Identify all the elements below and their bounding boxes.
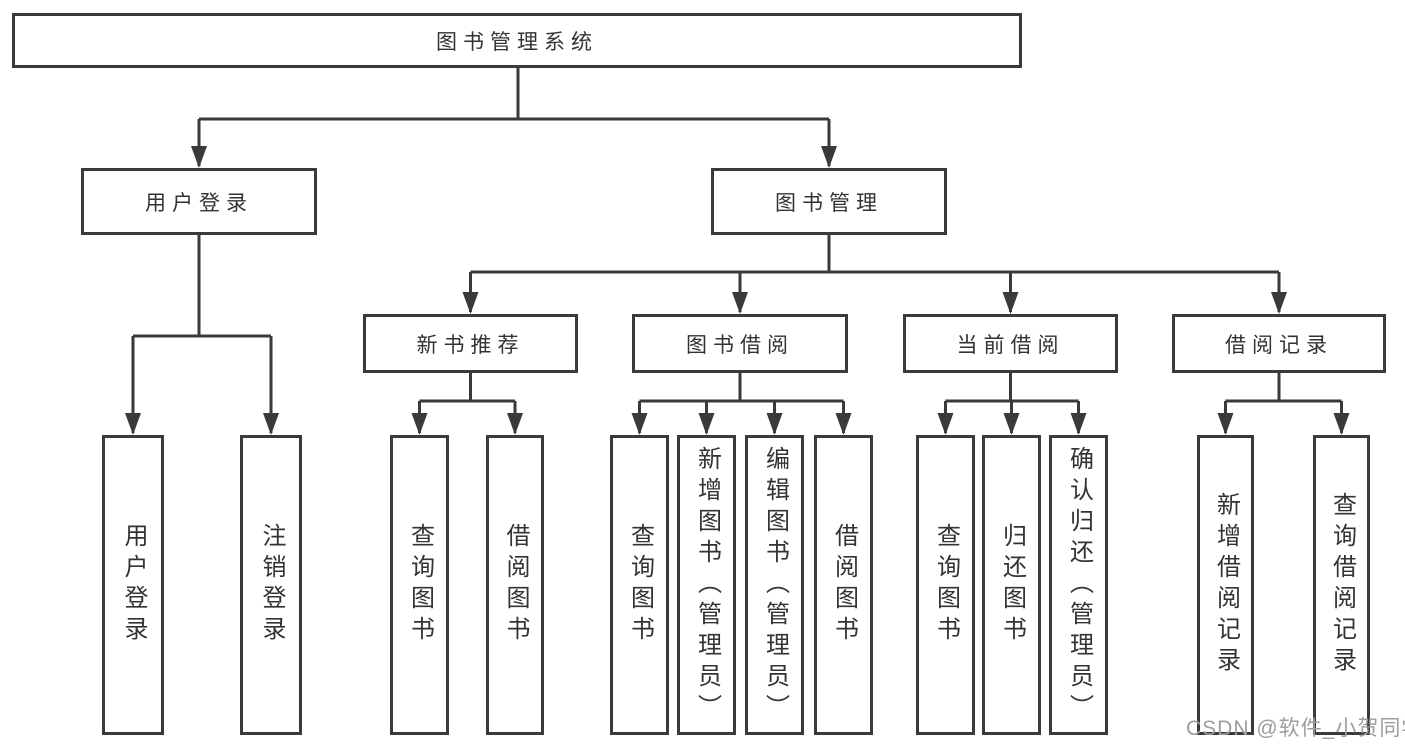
node-label: 新增图书（管理员）	[693, 445, 721, 725]
node-label: 当前借阅	[956, 333, 1065, 357]
node-label: 用户登录	[120, 523, 147, 647]
node-label: 注销登录	[258, 523, 285, 647]
leaf-bb-query-books: 查询图书	[610, 435, 669, 735]
node-label: 编辑图书（管理员）	[761, 445, 789, 725]
node-label: 新书推荐	[416, 333, 525, 357]
node-library-system: 图书管理系统	[12, 13, 1022, 68]
leaf-user-login: 用户登录	[102, 435, 164, 735]
node-label: 图书管理系统	[436, 30, 598, 54]
leaf-br-add-record: 新增借阅记录	[1197, 435, 1254, 735]
node-book-borrow: 图书借阅	[632, 314, 848, 373]
leaf-cb-return-books: 归还图书	[982, 435, 1041, 735]
csdn-watermark: CSDN @软件_小贺同学	[1186, 717, 1405, 740]
node-label: 查询图书	[406, 523, 434, 647]
node-label: 图书借阅	[686, 333, 794, 357]
node-current-borrow: 当前借阅	[903, 314, 1118, 373]
leaf-bb-borrow-books: 借阅图书	[814, 435, 873, 735]
node-user-login: 用户登录	[81, 168, 317, 235]
leaf-br-query-record: 查询借阅记录	[1313, 435, 1370, 735]
node-label: 查询图书	[626, 523, 654, 647]
leaf-cb-query-books: 查询图书	[916, 435, 975, 735]
node-label: 查询借阅记录	[1328, 492, 1356, 678]
leaf-nbr-query-books: 查询图书	[390, 435, 449, 735]
node-label: 图书管理	[775, 191, 883, 215]
node-label: 借阅图书	[502, 523, 529, 647]
node-label: 查询图书	[932, 523, 960, 647]
node-label: 用户登录	[145, 191, 253, 215]
node-new-book-recommend: 新书推荐	[363, 314, 578, 373]
node-label: 借阅图书	[830, 523, 858, 647]
connector-skeleton	[133, 68, 1342, 403]
node-book-management: 图书管理	[711, 168, 947, 235]
node-label: 归还图书	[998, 523, 1026, 647]
leaf-logout: 注销登录	[240, 435, 302, 735]
node-label: 确认归还（管理员）	[1065, 445, 1093, 725]
leaf-bb-add-book-admin: 新增图书（管理员）	[677, 435, 736, 735]
node-label: 借阅记录	[1225, 333, 1333, 357]
leaf-bb-edit-book-admin: 编辑图书（管理员）	[745, 435, 804, 735]
node-borrow-records: 借阅记录	[1172, 314, 1386, 373]
node-label: 新增借阅记录	[1212, 492, 1240, 678]
leaf-cb-confirm-return-admin: 确认归还（管理员）	[1049, 435, 1108, 735]
leaf-nbr-borrow-books: 借阅图书	[486, 435, 544, 735]
